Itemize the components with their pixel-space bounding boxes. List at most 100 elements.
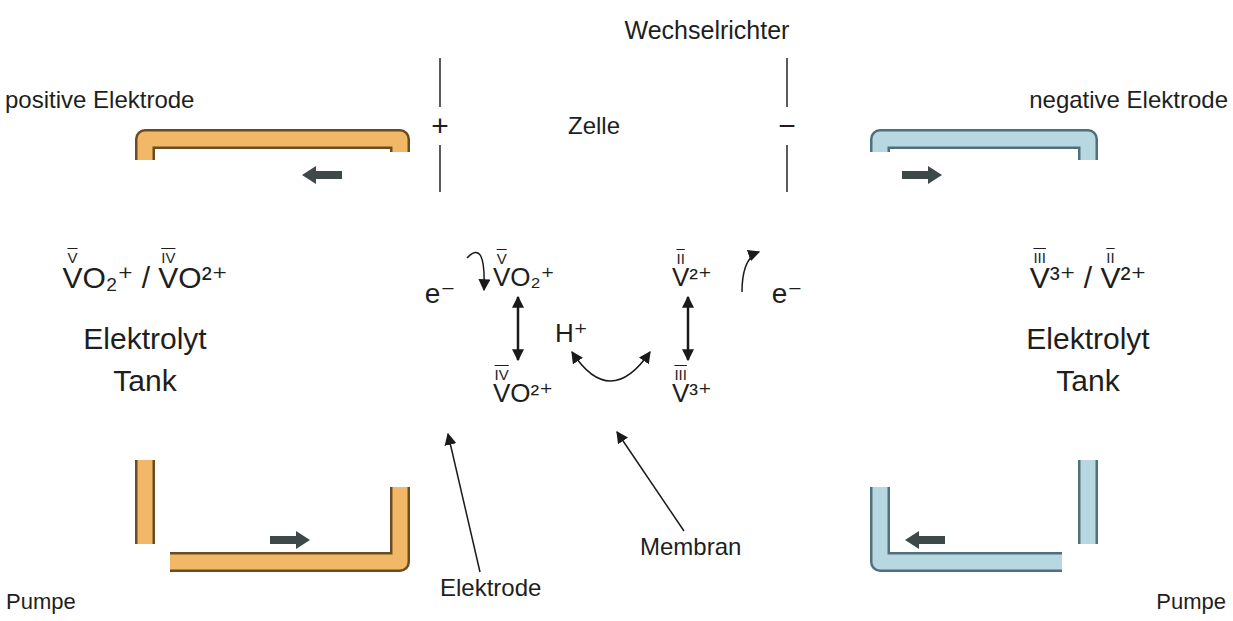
electron-arrow	[742, 252, 759, 292]
terminal-symbol	[769, 108, 805, 144]
node-text: Elektrolyt Tank	[998, 318, 1178, 402]
wire-line	[439, 145, 441, 192]
label: Elektrode	[440, 574, 541, 602]
electrode-outline	[415, 192, 465, 455]
wire	[440, 145, 441, 192]
positive-half-cell	[388, 152, 615, 487]
negative-half-cell	[597, 152, 898, 487]
electrode: e⁻	[415, 192, 465, 455]
label-holder: II	[1106, 250, 1114, 266]
pipe	[145, 460, 146, 544]
pipe-wall	[880, 139, 1088, 160]
pipe	[880, 139, 1088, 160]
label-holder: Elektrode	[440, 574, 541, 602]
oxidation-state: III	[1033, 250, 1046, 266]
label-holder: IV	[161, 250, 175, 266]
terminal-circle: +	[421, 107, 459, 145]
pipe-wall	[145, 139, 400, 160]
pump-symbol	[1063, 542, 1226, 587]
tank-body	[949, 184, 1228, 459]
node-text: −	[778, 111, 796, 141]
wire-line	[786, 58, 788, 107]
tank-lid	[6, 161, 285, 207]
proton-arrow	[572, 352, 650, 381]
electrode-shape	[763, 193, 812, 455]
pipe-line	[170, 487, 400, 562]
terminal-circle: −	[768, 107, 806, 145]
electrolyte-tank-outline	[948, 160, 1228, 460]
label-holder: negative Elektrode	[1029, 86, 1228, 114]
node-text: Pumpe	[6, 590, 76, 614]
wire	[787, 58, 788, 107]
label: VO₂⁺	[493, 262, 554, 292]
pipe	[145, 139, 400, 160]
label: VO²⁺	[493, 378, 553, 408]
wire-line	[439, 58, 441, 107]
flow-arrow	[302, 166, 342, 184]
membrane	[597, 152, 615, 486]
label-holder: VO²⁺	[493, 378, 553, 408]
electrode-shape	[416, 193, 465, 455]
reaction-arrow	[517, 297, 520, 360]
label-holder: Membran	[640, 533, 741, 561]
node-text: Wechselrichter	[625, 15, 790, 45]
label: positive Elektrode	[5, 86, 194, 114]
pipe	[170, 487, 400, 562]
flow-arrow	[905, 531, 945, 549]
electrolyte-tank: V³⁺ / V²⁺ Elektrolyt Tank	[948, 160, 1228, 460]
flow-arrow	[270, 531, 310, 549]
tank-lid	[949, 161, 1228, 207]
label: V²⁺	[672, 262, 712, 292]
label-holder: III	[1033, 250, 1046, 266]
label-holder: H⁺	[555, 318, 588, 348]
label-holder: V²⁺	[672, 262, 712, 292]
pipe-wall	[170, 487, 400, 562]
pipe-line	[138, 460, 153, 544]
node-text: VO₂⁺ / VO²⁺	[63, 260, 228, 296]
pump-symbol	[6, 542, 169, 587]
node-text: +	[431, 111, 449, 141]
label-holder: VO₂⁺	[493, 262, 554, 292]
inverter-box-shape	[404, 3, 1011, 58]
electrolyte-tank-outline	[5, 160, 285, 460]
oxidation-state: V	[68, 250, 78, 266]
node-text: Pumpe	[1156, 590, 1226, 614]
oxidation-state: II	[1106, 250, 1114, 266]
pump: Pumpe	[1062, 536, 1228, 616]
electrode-outline	[762, 192, 812, 455]
pipe-wall	[135, 460, 155, 544]
pipe-line	[1081, 460, 1096, 544]
leader-line	[448, 434, 480, 572]
node-text: e⁻	[425, 278, 455, 310]
node-text: e⁻	[772, 278, 802, 310]
reaction-arrow	[687, 297, 690, 360]
electrolyte-tank: VO₂⁺ / VO²⁺ Elektrolyt Tank	[5, 160, 285, 460]
tank-body	[6, 184, 285, 459]
pipe-wall	[880, 487, 1062, 562]
flow-arrow	[902, 166, 942, 184]
pipe-wall	[1078, 460, 1098, 544]
label-holder: V	[68, 250, 78, 266]
label: negative Elektrode	[1029, 86, 1228, 114]
label-holder: V³⁺	[672, 378, 712, 408]
pipe-line	[880, 139, 1088, 160]
pipe-line	[880, 487, 1062, 562]
wire	[440, 58, 441, 107]
label: H⁺	[555, 318, 588, 348]
pipe	[880, 487, 1062, 562]
pump: Pumpe	[4, 536, 170, 616]
label: V³⁺	[672, 378, 712, 408]
node-text: V³⁺ / V²⁺	[1030, 260, 1147, 296]
label-holder: positive Elektrode	[5, 86, 194, 114]
electron-arrow	[467, 252, 484, 290]
cell-border	[389, 153, 898, 487]
cell: Zellee⁻e⁻	[388, 152, 898, 487]
leader-line	[617, 432, 684, 531]
cell-outline	[388, 152, 898, 487]
pipe	[1088, 460, 1089, 544]
wire-line	[786, 145, 788, 192]
wire	[787, 145, 788, 192]
label: Membran	[640, 533, 741, 561]
node-text: Elektrolyt Tank	[55, 318, 235, 402]
